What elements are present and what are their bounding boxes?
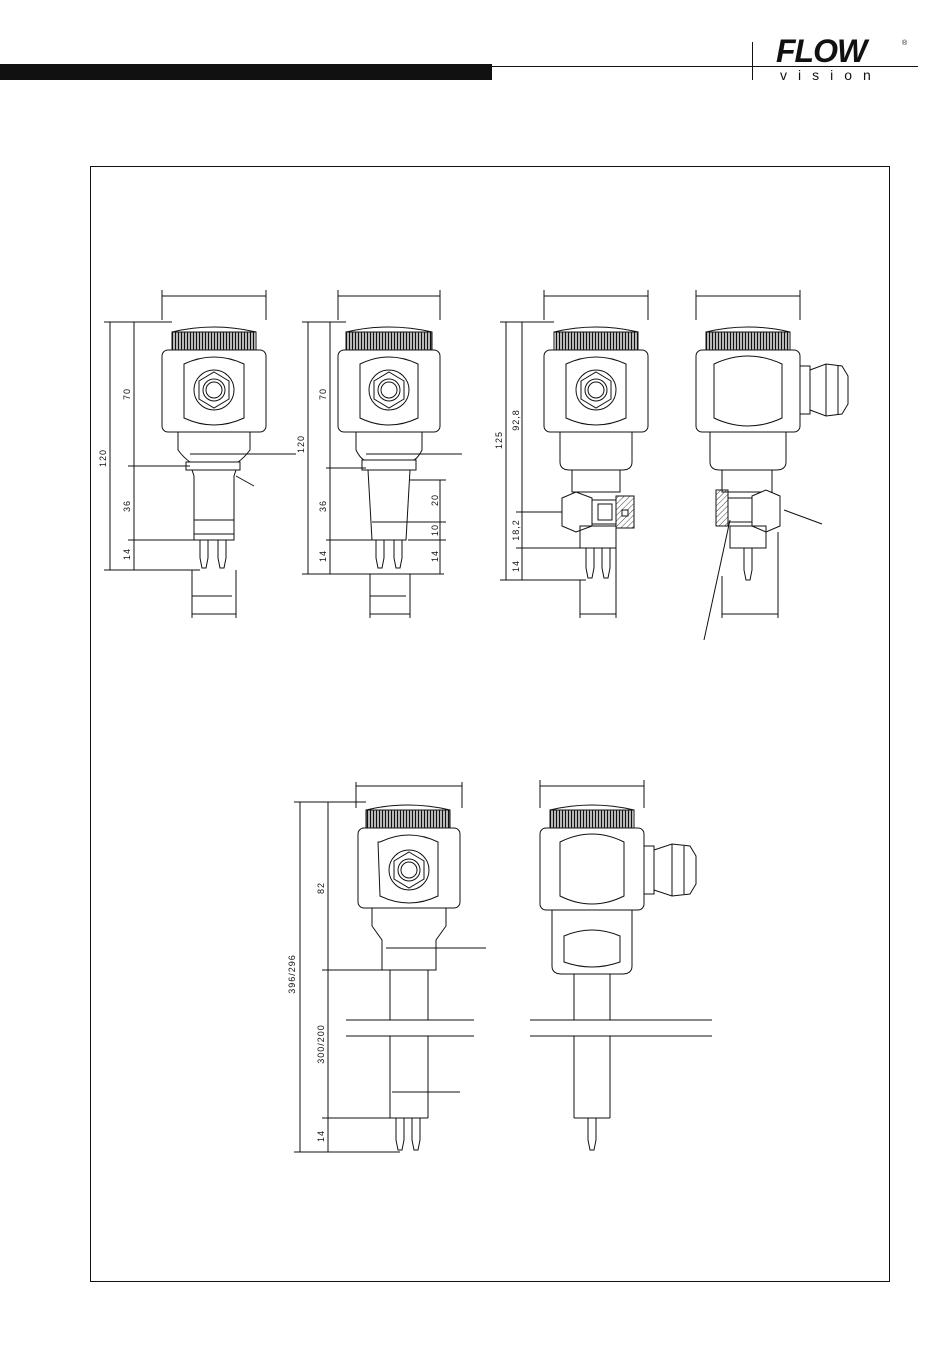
dim-view2-lower: 36 xyxy=(318,500,328,512)
dim-view3-lower: 18,2 xyxy=(511,519,521,541)
sensor-view-3: 125 92,8 18,2 14 xyxy=(494,290,648,618)
dim-view1-total: 120 xyxy=(98,449,108,467)
dim-view2-total: 120 xyxy=(296,435,306,453)
dim-view2-upper: 70 xyxy=(318,388,328,400)
dim-view2-b: 10 xyxy=(430,524,440,536)
dim-view5-lower: 300/200 xyxy=(316,1024,326,1064)
dim-view3-tip: 14 xyxy=(511,560,521,572)
dim-view1-tip: 14 xyxy=(122,548,132,560)
sensor-view-4 xyxy=(696,290,848,640)
dim-view2-tip-right: 14 xyxy=(430,550,440,562)
sensor-view-1: 120 70 36 14 xyxy=(98,290,296,618)
dim-view3-upper: 92,8 xyxy=(511,409,521,431)
sensor-view-2: 120 70 36 14 20 10 14 xyxy=(296,290,462,618)
dim-view2-a: 20 xyxy=(430,494,440,506)
dim-view1-upper: 70 xyxy=(122,388,132,400)
sensor-view-5: 396/296 82 300/200 14 xyxy=(287,782,486,1152)
dim-view1-lower: 36 xyxy=(122,500,132,512)
sensor-view-6 xyxy=(530,780,712,1150)
dim-view5-total: 396/296 xyxy=(287,954,297,994)
dim-view3-total: 125 xyxy=(494,431,504,449)
dim-view2-tip: 14 xyxy=(318,550,328,562)
dim-view5-upper: 82 xyxy=(316,882,326,894)
dim-view5-tip: 14 xyxy=(316,1130,326,1142)
